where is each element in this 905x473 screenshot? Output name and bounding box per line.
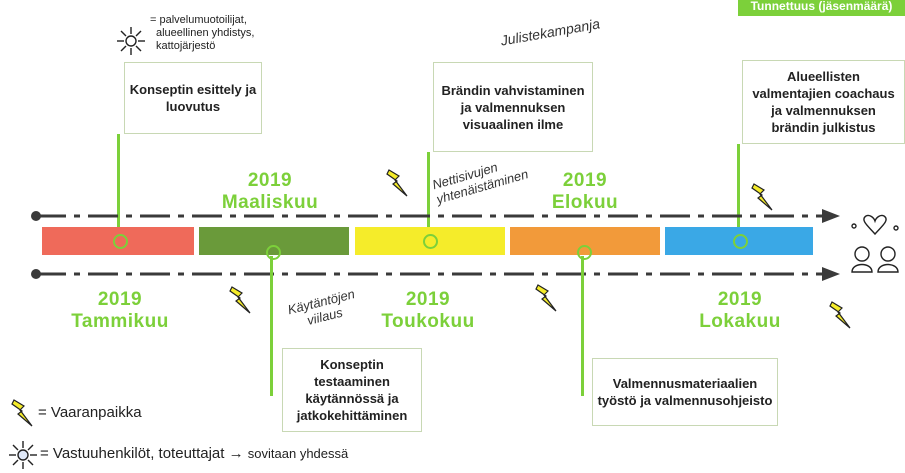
arrow-icon: → (228, 445, 244, 462)
month-label-october: 2019 Lokakuu (680, 289, 800, 333)
month-year: 2019 (562, 170, 608, 191)
box-konseptin-esittely: Konseptin esittely ja luovutus (124, 62, 262, 134)
audience-badge: Tunnettuus (jäsenmäärä) (738, 0, 905, 16)
month-year: 2019 (405, 289, 451, 310)
box-label: Valmennusmateriaalien työstö ja valmennu… (597, 376, 773, 408)
box-brandin-vahvistaminen: Brändin vahvistaminen ja valmennuksen vi… (433, 62, 593, 152)
connector-line (270, 256, 273, 396)
month-name: Toukokuu (381, 311, 475, 332)
box-label: Brändin vahvistaminen ja valmennuksen vi… (441, 82, 585, 132)
month-name: Maaliskuu (221, 192, 319, 213)
month-name: Lokakuu (699, 311, 781, 332)
box-label: Alueellisten valmentajien coachaus ja va… (752, 69, 895, 135)
month-year: 2019 (247, 170, 293, 191)
audience-badge-label: Tunnettuus (jäsenmäärä) (750, 0, 893, 13)
box-valmennusmateriaalien: Valmennusmateriaalien työstö ja valmennu… (592, 358, 778, 426)
connector-line (427, 152, 430, 238)
star-note-line: alueellinen yhdistys, (156, 27, 255, 39)
milestone-circle (733, 234, 748, 249)
box-konseptin-testaaminen: Konseptin testaaminen käytännössä ja jat… (282, 348, 422, 432)
month-label-march: 2019 Maaliskuu (210, 170, 330, 214)
lightning-icon (229, 286, 251, 314)
box-label: Konseptin testaaminen käytännössä ja jat… (296, 357, 408, 423)
legend-risk: = Vaaranpaikka (38, 404, 142, 421)
sun-legend-icon (9, 441, 37, 469)
month-label-january: 2019 Tammikuu (60, 289, 180, 333)
month-year: 2019 (717, 289, 763, 310)
couple-heart-icon (851, 214, 899, 273)
connector-line (581, 256, 584, 396)
lightning-icon (535, 284, 557, 312)
star-note-line: kattojärjestö (156, 40, 216, 52)
star-note-line: = palvelumuotoilijat, (150, 14, 247, 26)
milestone-circle (577, 245, 592, 260)
lightning-icon (751, 183, 773, 211)
legend-responsible-label: = Vastuuhenkilöt, toteuttajat (40, 445, 225, 462)
month-year: 2019 (97, 289, 143, 310)
lightning-legend-icon (11, 399, 33, 427)
box-alueellisten-valmentajien: Alueellisten valmentajien coachaus ja va… (742, 60, 905, 144)
milestone-circle (423, 234, 438, 249)
legend-together-label: sovitaan yhdessä (247, 446, 349, 461)
lightning-icon (829, 301, 851, 329)
legend-responsible: = Vastuuhenkilöt, toteuttajat → sovitaan… (40, 445, 348, 462)
connector-line (737, 144, 740, 238)
month-label-may: 2019 Toukokuu (368, 289, 488, 333)
sun-icon (117, 27, 145, 55)
star-note: = palvelumuotoilijat, alueellinen yhdist… (150, 14, 254, 53)
month-name: Tammikuu (71, 311, 169, 332)
month-label-august: 2019 Elokuu (530, 170, 640, 214)
milestone-circle (266, 245, 281, 260)
lightning-icon (386, 169, 408, 197)
box-label: Konseptin esittely ja luovutus (129, 82, 257, 114)
milestone-circle (113, 234, 128, 249)
connector-line (117, 134, 120, 238)
month-name: Elokuu (551, 192, 619, 213)
legend-risk-label: = Vaaranpaikka (38, 404, 142, 421)
